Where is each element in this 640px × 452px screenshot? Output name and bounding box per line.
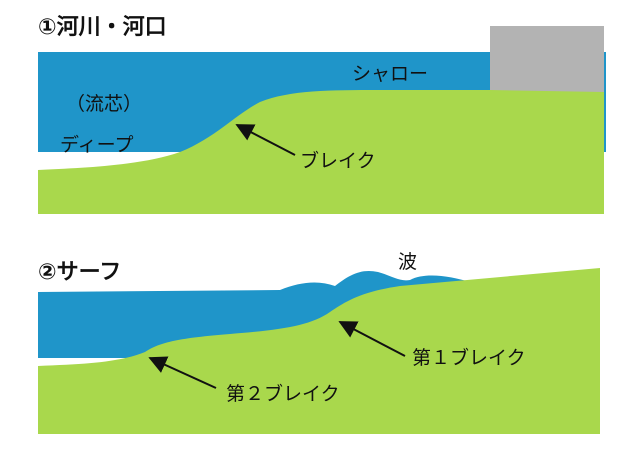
- label-break1: 第１ブレイク: [412, 346, 526, 369]
- arrow-break2: [148, 356, 217, 389]
- panel-river: ①河川・河口 シャロー （流芯） ディープ ブレイク: [38, 15, 606, 214]
- surf-bottom-land: [38, 268, 600, 434]
- label-deep: ディープ: [60, 134, 134, 156]
- label-wave: 波: [398, 251, 417, 273]
- label-shallow: シャロー: [352, 63, 428, 85]
- river-bottom-land: [38, 90, 604, 214]
- river-title: ①河川・河口: [38, 15, 167, 40]
- river-structure-block: [490, 26, 604, 94]
- surf-title: ②サーフ: [38, 260, 121, 285]
- label-break: ブレイク: [300, 149, 376, 172]
- label-break2: 第２ブレイク: [226, 382, 340, 405]
- panel-surf: ②サーフ 波 第１ブレイク 第２ブレイク: [38, 251, 600, 434]
- arrow-break1: [338, 321, 406, 357]
- label-current: （流芯）: [66, 93, 142, 115]
- arrow-break: [235, 124, 296, 156]
